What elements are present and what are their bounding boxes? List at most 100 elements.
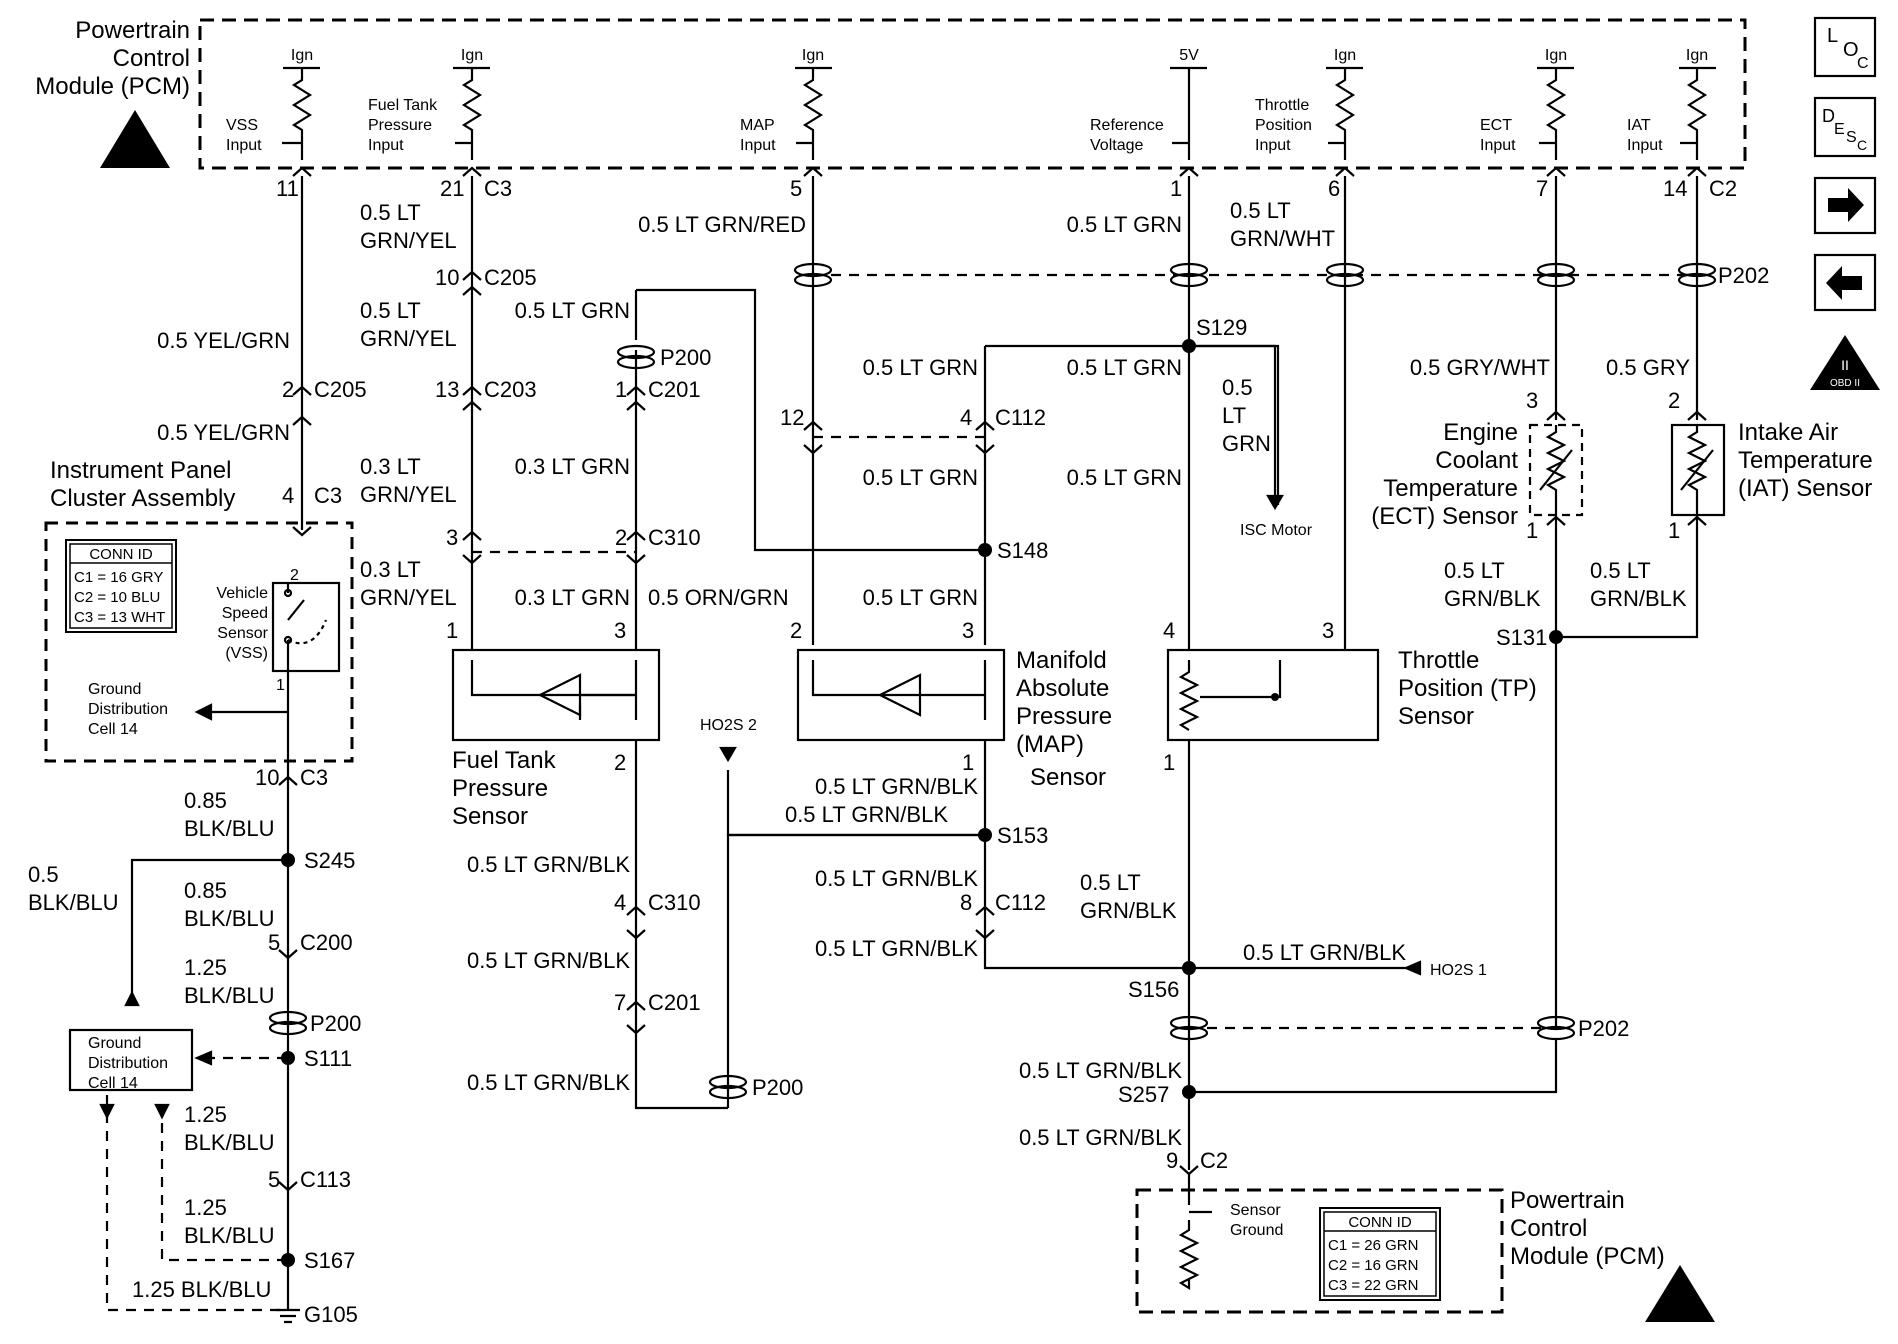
vss-label-4: (VSS) <box>225 645 268 662</box>
pcm-top-title-3: Module (PCM) <box>35 73 190 100</box>
ftp-input-label: Fuel Tank <box>368 97 438 114</box>
pin-7-c201: 7 <box>614 990 626 1015</box>
wire-label-isc-3: GRN <box>1222 431 1271 456</box>
conn-c3-top: C3 <box>484 176 512 201</box>
ho2s2-label: HO2S 2 <box>700 717 757 734</box>
map-sensor-label-1: Manifold <box>1016 647 1107 674</box>
wire-label-gnd-p200: 0.5 LT GRN/BLK <box>467 1070 630 1095</box>
wire-label-blk-6: 1.25 BLK/BLU <box>132 1277 271 1302</box>
wire-label-blk-1a: 0.85 <box>184 788 227 813</box>
desc-button[interactable] <box>1813 96 1877 158</box>
wire-label-gnd-c310: 0.5 LT GRN/BLK <box>467 852 630 877</box>
ftp-pin-3: 3 <box>614 618 626 643</box>
conn-c310-b: C310 <box>648 890 701 915</box>
svg-text:E: E <box>1834 121 1845 138</box>
pin-1: 1 <box>1170 176 1182 201</box>
pcm-conn-id-row-1: C1 = 26 GRN <box>1328 1237 1418 1254</box>
ipc-label-1: Instrument Panel <box>50 457 231 484</box>
splice-dots <box>281 339 1563 1267</box>
svg-text:L: L <box>1827 25 1838 47</box>
next-button[interactable] <box>1813 176 1877 235</box>
ground-dist-box-label-1: Ground <box>88 1035 141 1052</box>
pin-5-c113: 5 <box>268 1167 280 1192</box>
wire-label-iat-sig: 0.5 GRY <box>1606 355 1690 380</box>
vss-pin-1: 1 <box>276 677 285 694</box>
ftp-sensor-label-2: Pressure <box>452 775 548 802</box>
vss-switch-box <box>271 581 341 673</box>
tp-pin-3: 3 <box>1322 618 1334 643</box>
tp-sensor-box <box>1166 648 1380 742</box>
splice-s111: S111 <box>304 1046 352 1071</box>
map-pin-3: 3 <box>962 618 974 643</box>
tp-input-label-3: Input <box>1255 137 1291 154</box>
pcm-conn-id-row-3: C3 = 22 GRN <box>1328 1277 1418 1294</box>
wire-label-iat-gnd-b: GRN/BLK <box>1590 586 1687 611</box>
pin-4-c112: 4 <box>960 405 972 430</box>
conn-c112-b: C112 <box>995 890 1046 915</box>
ipc-conn-id-row-1: C1 = 16 GRY <box>74 569 163 586</box>
pin-13: 13 <box>435 377 459 402</box>
pin-21: 21 <box>440 176 464 201</box>
prev-button[interactable] <box>1813 253 1877 312</box>
ground-dist-label-3: Cell 14 <box>88 721 138 738</box>
sensor-ground-label-1: Sensor <box>1230 1202 1281 1219</box>
wire-label-ref-s129a: 0.5 LT GRN <box>863 355 978 380</box>
obd-triangle-icon <box>1810 335 1880 390</box>
pin-10-c3: 10 <box>255 765 279 790</box>
esd-warning-icon <box>100 110 1715 1322</box>
conn-c201-b: C201 <box>648 990 701 1015</box>
vss-input-label-2: Input <box>226 137 262 154</box>
pcm-bottom-label-1: Powertrain <box>1510 1187 1625 1214</box>
loc-label: L O C <box>1827 25 1869 72</box>
vss-label-2: Speed <box>222 605 268 622</box>
sensor-ground-label-2: Ground <box>1230 1222 1283 1239</box>
iat-sensor-label-3: (IAT) Sensor <box>1738 475 1872 502</box>
loc-button[interactable] <box>1813 16 1877 78</box>
splice-p202-top: P202 <box>1718 263 1769 288</box>
wire-label-ref-c201: 0.3 LT GRN <box>515 454 630 479</box>
wire-label-vss-2: 0.5 YEL/GRN <box>157 420 290 445</box>
wire-isc <box>1189 344 1277 505</box>
ect-pin-1: 1 <box>1526 518 1538 543</box>
ipc-box <box>44 521 354 763</box>
pin-4-c3: 4 <box>282 483 294 508</box>
pcm-top-title-2: Control <box>113 45 190 72</box>
svg-text:D: D <box>1822 106 1835 126</box>
feed-ign-2: Ign <box>461 47 483 64</box>
ftp-input-label-3: Input <box>368 137 404 154</box>
wire-label-blk-4a: 1.25 <box>184 1102 227 1127</box>
map-input-label-2: Input <box>740 137 776 154</box>
ect-sensor-label-4: (ECT) Sensor <box>1371 503 1518 530</box>
pin-5-c200: 5 <box>268 930 280 955</box>
map-sensor-label-5: Sensor <box>1030 764 1106 791</box>
wire-label-blk-3a: 1.25 <box>184 955 227 980</box>
ipc-label-2: Cluster Assembly <box>50 485 235 512</box>
wire-label-blk-2b: BLK/BLU <box>184 906 275 931</box>
ect-input-label-2: Input <box>1480 137 1516 154</box>
conn-c2-b: C2 <box>1200 1148 1228 1173</box>
splice-g105: G105 <box>304 1302 358 1327</box>
iat-pin-1: 1 <box>1668 518 1680 543</box>
pcm-top-box <box>198 18 1747 170</box>
arrow-left-icon <box>1826 266 1862 300</box>
wire-label-ref-ftp: 0.3 LT GRN <box>515 585 630 610</box>
wire-label-ref-p200: 0.5 LT GRN <box>515 298 630 323</box>
pin-3-c310: 3 <box>446 525 458 550</box>
wire-ftp-ground <box>634 740 728 1110</box>
wire-label-ect-gnd-a: 0.5 LT <box>1444 558 1505 583</box>
svg-text:C: C <box>1857 55 1869 72</box>
wire-label-gnd-tp-b: GRN/BLK <box>1080 898 1177 923</box>
map-sensor-label-2: Absolute <box>1016 675 1109 702</box>
obd-sub-label: OBD II <box>1830 378 1860 389</box>
splice-p202-bottom: P202 <box>1578 1016 1629 1041</box>
pcm-conn-id-title: CONN ID <box>1348 1214 1412 1231</box>
wire-label-vss-1: 0.5 YEL/GRN <box>157 328 290 353</box>
arrow-right-icon <box>1828 188 1864 222</box>
ground-dist-label-1: Ground <box>88 681 141 698</box>
wire-label-blk-1b: BLK/BLU <box>184 816 275 841</box>
wire-label-ect-sig: 0.5 GRY/WHT <box>1410 355 1550 380</box>
wire-label-ftp-1b: GRN/YEL <box>360 228 457 253</box>
splice-s245: S245 <box>304 848 355 873</box>
pin-5: 5 <box>790 176 802 201</box>
wire-label-blk-side-a: 0.5 <box>28 862 59 887</box>
